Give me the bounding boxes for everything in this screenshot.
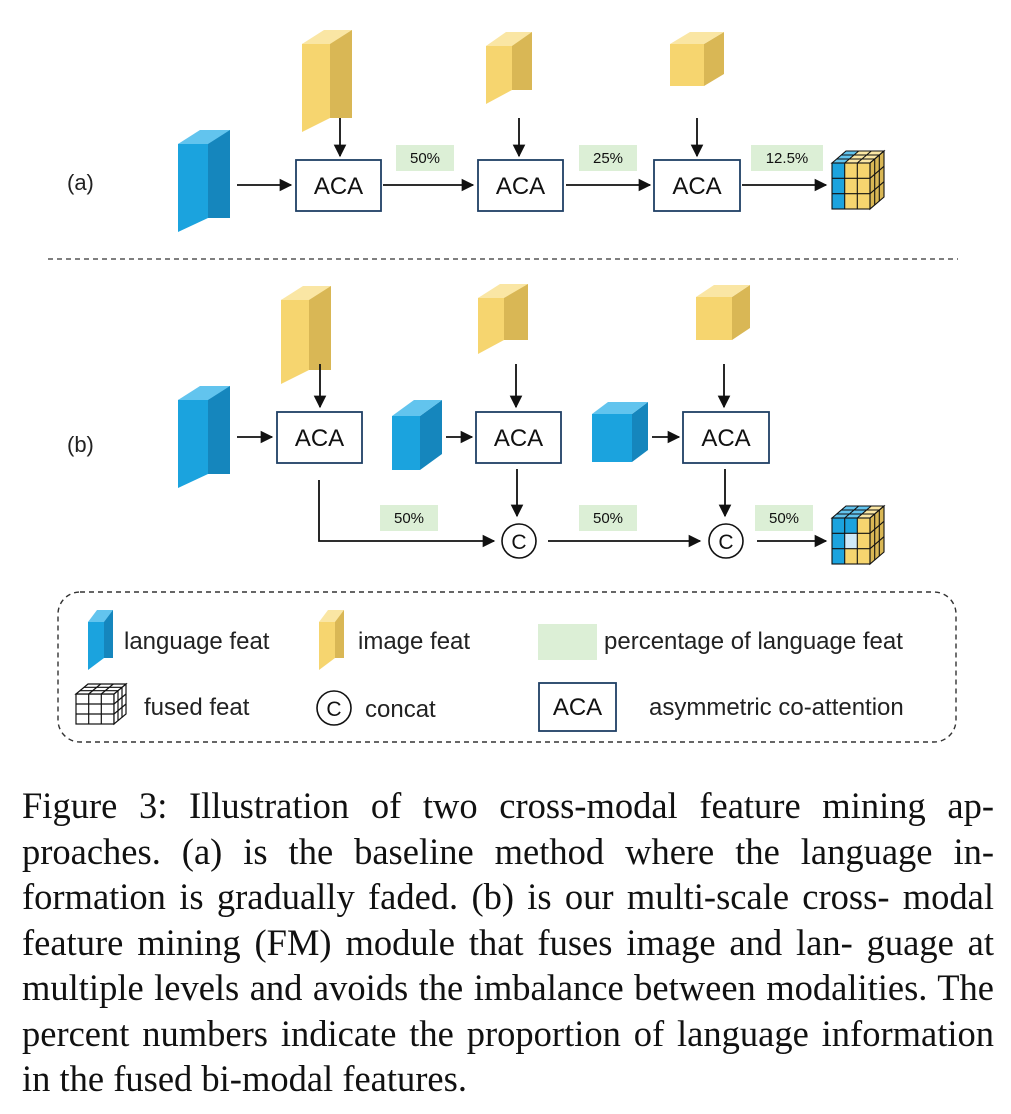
- percentage-badge-b-2: 50%: [579, 505, 637, 531]
- image-feat-b-2: [478, 284, 528, 354]
- legend-percentage-label: percentage of language feat: [604, 628, 903, 655]
- image-feat-a-1: [302, 30, 352, 132]
- svg-text:C: C: [511, 531, 526, 554]
- legend-fused-feat-icon: [74, 682, 128, 726]
- svg-text:C: C: [326, 698, 341, 721]
- language-feat-b-1: [178, 386, 230, 488]
- svg-text:25%: 25%: [593, 150, 623, 167]
- aca-box-a-2: ACA: [477, 159, 564, 212]
- aca-box-b-2: ACA: [475, 411, 562, 464]
- image-feat-a-3: [670, 32, 724, 86]
- panel-a-label: (a): [67, 170, 94, 195]
- legend: language feat image feat percentage of l…: [57, 591, 957, 743]
- language-feat-a: [178, 130, 230, 232]
- image-feat-b-1: [281, 286, 331, 384]
- aca-box-b-3: ACA: [682, 411, 770, 464]
- legend-language-feat-icon: [88, 610, 113, 670]
- percentage-badge-a-3: 12.5%: [751, 145, 823, 171]
- svg-text:C: C: [718, 531, 733, 554]
- image-feat-b-3: [696, 285, 750, 340]
- svg-text:ACA: ACA: [314, 173, 363, 200]
- svg-text:12.5%: 12.5%: [766, 150, 809, 167]
- svg-text:ACA: ACA: [553, 694, 602, 721]
- legend-concat-label: concat: [365, 696, 436, 723]
- arrow-aca-b-1-to-concat-1: [318, 480, 496, 548]
- svg-text:ACA: ACA: [295, 425, 344, 452]
- figure-caption: Figure 3: Illustration of two cross-moda…: [22, 785, 994, 1099]
- aca-box-b-1: ACA: [276, 411, 363, 464]
- legend-aca-box: ACA: [538, 682, 617, 732]
- language-feat-b-3: [592, 402, 648, 462]
- legend-fused-feat-label: fused feat: [144, 694, 250, 721]
- svg-text:ACA: ACA: [701, 425, 750, 452]
- legend-image-feat-label: image feat: [358, 628, 470, 655]
- svg-text:50%: 50%: [593, 510, 623, 527]
- concat-symbol-b-1: C: [501, 523, 537, 559]
- legend-aca-label: asymmetric co-attention: [649, 694, 904, 721]
- panel-a: (a): [67, 30, 886, 232]
- feature-mining-diagram: (a): [48, 30, 958, 743]
- percentage-badge-b-1: 50%: [380, 505, 438, 531]
- fused-feat-a: [830, 149, 886, 211]
- svg-text:50%: 50%: [769, 510, 799, 527]
- panel-b-label: (b): [67, 432, 94, 457]
- concat-symbol-b-2: C: [708, 523, 744, 559]
- aca-box-a-3: ACA: [653, 159, 741, 212]
- legend-concat-icon: C: [316, 690, 352, 726]
- legend-language-feat-label: language feat: [124, 628, 270, 655]
- legend-image-feat-icon: [319, 610, 344, 670]
- svg-text:ACA: ACA: [496, 173, 545, 200]
- language-feat-b-2: [392, 400, 442, 470]
- svg-text:50%: 50%: [410, 150, 440, 167]
- legend-percentage-swatch: [538, 624, 597, 660]
- percentage-badge-b-3: 50%: [755, 505, 813, 531]
- aca-box-a-1: ACA: [295, 159, 382, 212]
- svg-text:ACA: ACA: [494, 425, 543, 452]
- legend-border: [57, 591, 957, 743]
- svg-text:ACA: ACA: [672, 173, 721, 200]
- svg-text:50%: 50%: [394, 510, 424, 527]
- image-feat-a-2: [486, 32, 532, 104]
- panel-b: (b): [67, 284, 886, 566]
- fused-feat-b: [830, 504, 886, 566]
- percentage-badge-a-2: 25%: [579, 145, 637, 171]
- percentage-badge-a-1: 50%: [396, 145, 454, 171]
